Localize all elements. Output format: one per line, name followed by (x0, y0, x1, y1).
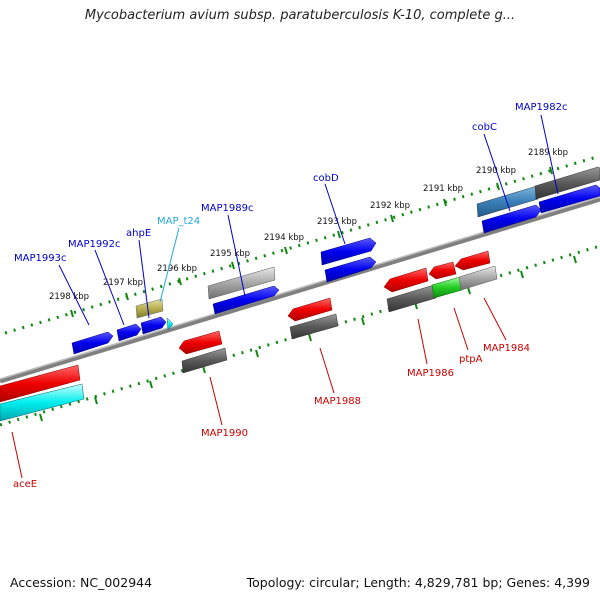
gene-label[interactable]: cobD (313, 173, 339, 184)
gene-label[interactable]: MAP_t24 (157, 216, 200, 227)
ruler-tick (390, 214, 394, 223)
leader-line (483, 133, 511, 212)
ruler-tick (549, 166, 553, 175)
forward-ruler-ticks (70, 166, 553, 318)
gene-block-red[interactable] (0, 364, 81, 403)
leader-line (209, 376, 223, 426)
page-title: Mycobacterium avium subsp. paratuberculo… (84, 8, 516, 23)
leader-line (453, 307, 469, 351)
gene-arrow[interactable] (481, 204, 542, 234)
gene-label[interactable]: MAP1986 (407, 368, 454, 379)
leader-line (94, 249, 125, 326)
ruler-label: 2195 kbp (210, 249, 250, 259)
gene-arrow[interactable] (320, 237, 377, 266)
accession-text: Accession: NC_002944 (10, 575, 153, 590)
gene-label[interactable]: MAP1988 (314, 396, 361, 407)
gene-label[interactable]: MAP1982c (515, 102, 567, 113)
leader-line (483, 297, 507, 341)
leader-lines (11, 114, 559, 479)
ruler-tick (308, 333, 312, 342)
gene-arrow[interactable] (428, 261, 457, 280)
gene-label[interactable]: ahpE (126, 228, 151, 239)
gene-label[interactable]: MAP1992c (68, 239, 120, 250)
gene-arrow[interactable] (140, 316, 167, 335)
gene-labels-forward: MAP1993c MAP1992c ahpE MAP1989c cobD cob… (14, 102, 567, 264)
gene-labels-trna: MAP_t24 (157, 216, 200, 227)
genome-summary-text: Topology: circular; Length: 4,829,781 bp… (246, 575, 590, 590)
gene-arrow[interactable] (287, 297, 333, 322)
gene-block-grey[interactable] (207, 266, 276, 300)
gene-arrow[interactable] (71, 331, 114, 355)
ruler-tick (94, 396, 98, 405)
gene-label[interactable]: cobC (472, 122, 497, 133)
ruler-tick (284, 246, 288, 255)
gene-label[interactable]: MAP1993c (14, 253, 66, 264)
reverse-ruler-ticks (39, 255, 577, 422)
leader-line (540, 114, 559, 195)
ruler-tick (255, 349, 259, 358)
gene-arrow-trna[interactable] (166, 317, 174, 331)
ruler-tick (178, 277, 182, 286)
gene-block-grey[interactable] (458, 265, 498, 291)
ruler-tick (443, 198, 447, 207)
gene-arrow[interactable] (538, 184, 600, 214)
ruler-tick (496, 182, 500, 191)
ruler-tick (70, 309, 74, 318)
leader-line (159, 227, 180, 303)
leader-line (324, 183, 346, 245)
gene-block-dark[interactable] (534, 166, 600, 200)
leader-line (138, 239, 150, 319)
ruler-tick (467, 286, 471, 295)
gene-block-dark[interactable] (289, 313, 339, 340)
gene-label[interactable]: MAP1984 (483, 343, 530, 354)
gene-arrow[interactable] (178, 330, 223, 355)
ruler-tick (520, 270, 524, 279)
gene-block-dark[interactable] (181, 347, 228, 374)
gene-label[interactable]: aceE (13, 479, 37, 490)
leader-line (417, 318, 428, 365)
gene-label[interactable]: MAP1989c (201, 203, 253, 214)
gene-block-cyan[interactable] (0, 383, 85, 422)
gene-arrow[interactable] (454, 250, 491, 271)
ruler-tick (361, 317, 365, 326)
gene-block-green[interactable] (431, 276, 463, 299)
ruler-label: 2192 kbp (370, 201, 410, 211)
leader-line (11, 431, 23, 479)
ruler-label: 2196 kbp (157, 264, 197, 274)
gene-arrow[interactable] (116, 323, 142, 342)
ruler-label: 2191 kbp (423, 184, 463, 194)
ruler-tick (337, 230, 341, 239)
gene-labels-reverse: aceE MAP1990 MAP1988 MAP1986 ptpA MAP198… (13, 343, 530, 490)
ruler-tick (149, 380, 153, 389)
gene-block-olive[interactable] (135, 298, 164, 319)
leader-line (227, 214, 246, 297)
ruler-tick (231, 261, 235, 270)
leader-line (319, 347, 335, 394)
ruler-label: 2189 kbp (528, 148, 568, 158)
gene-arrow[interactable] (383, 267, 429, 293)
gene-block-dark[interactable] (386, 284, 437, 313)
backbone-line (0, 196, 600, 384)
gene-label[interactable]: MAP1990 (201, 428, 248, 439)
ruler-label: 2194 kbp (264, 233, 304, 243)
reverse-genes (0, 250, 498, 422)
gene-label[interactable]: ptpA (459, 354, 483, 365)
ruler-label: 2198 kbp (49, 292, 89, 302)
ruler-tick (125, 292, 129, 301)
leader-line (58, 264, 90, 326)
gene-arrow[interactable] (324, 256, 377, 283)
gene-arrow[interactable] (212, 285, 280, 315)
ruler-label: 2193 kbp (317, 217, 357, 227)
forward-genes (71, 166, 600, 355)
gene-block-teal[interactable] (476, 185, 539, 218)
ruler-tick (39, 413, 43, 422)
ruler-tick (573, 255, 577, 264)
ruler-label: 2197 kbp (103, 278, 143, 288)
